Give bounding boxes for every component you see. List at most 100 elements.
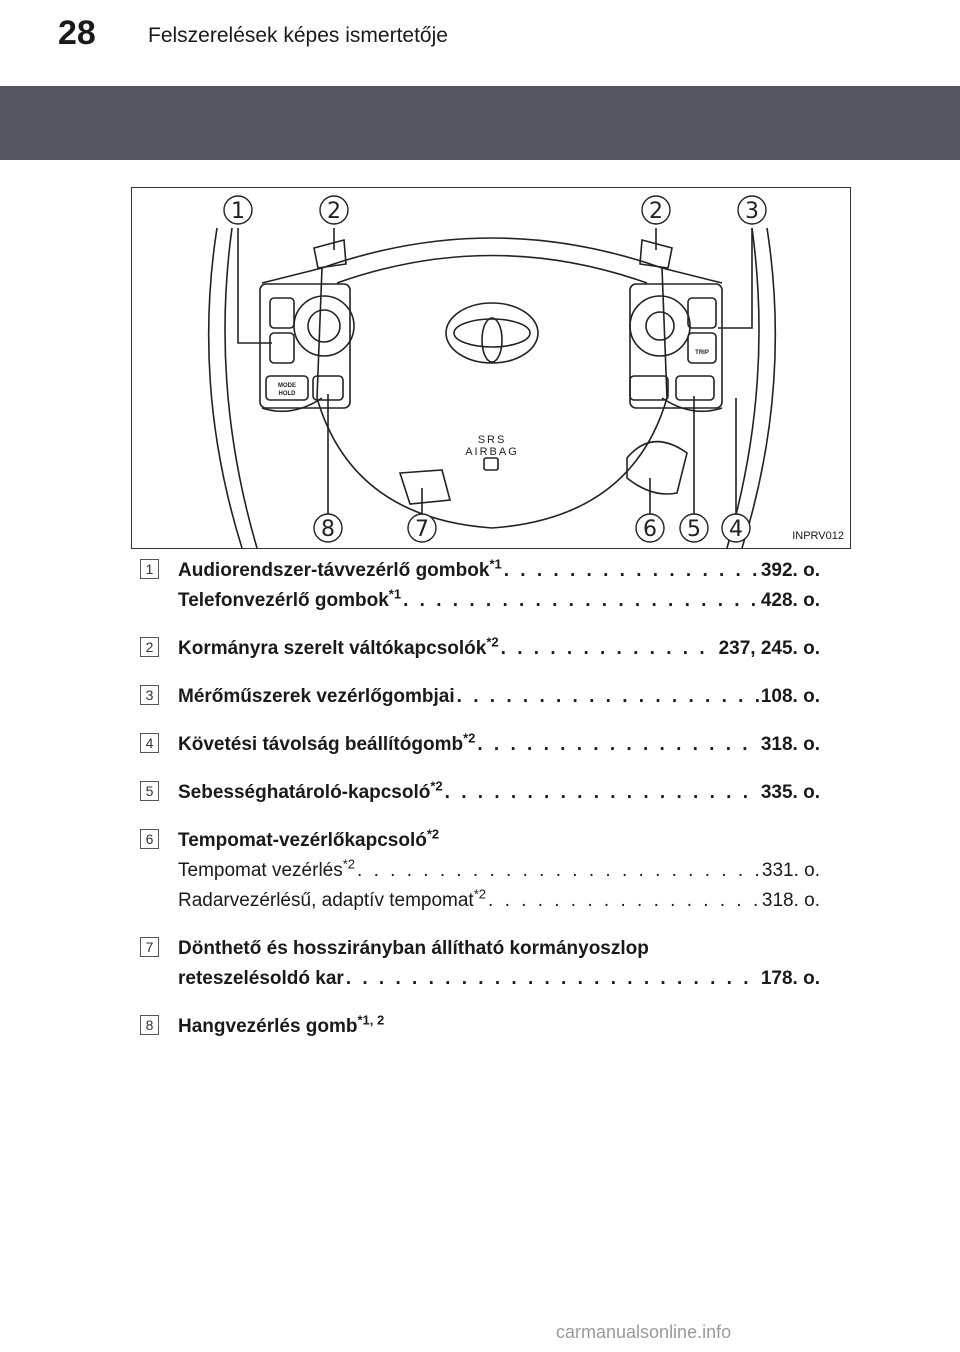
dot-leader xyxy=(457,682,759,712)
page-reference: 178. o. xyxy=(761,964,820,994)
page-header: 28 Felszerelések képes ismertetője xyxy=(0,0,960,80)
page-reference: 392. o. xyxy=(761,556,820,586)
legend-item: 3 Mérőműszerek vezérlőgombjai 108. o. xyxy=(140,682,820,712)
callout-3: 3 xyxy=(745,199,759,224)
speed-limiter-switch xyxy=(630,376,668,400)
legend-label: Dönthető és hosszirányban állítható korm… xyxy=(178,938,649,959)
left-four-way-pad xyxy=(294,296,354,356)
legend-number: 3 xyxy=(140,685,159,705)
callout-2a: 2 xyxy=(327,199,341,224)
legend-text: Tempomat vezérlés*2 xyxy=(178,856,355,886)
legend-number: 7 xyxy=(140,937,159,957)
page-title: Felszerelések képes ismertetője xyxy=(148,24,448,48)
trip-label: TRIP xyxy=(695,350,709,356)
page-reference: 318. o. xyxy=(761,730,820,760)
dot-leader xyxy=(357,856,760,886)
steering-wheel-illustration: 1 2 2 3 8 7 6 5 4 SRS AIRBAG MODE HOLD T… xyxy=(131,187,851,549)
wheel-rim-left xyxy=(209,228,242,548)
legend-text: reteszelésoldó kar xyxy=(178,964,344,994)
footnote-marker: *1, 2 xyxy=(358,1013,385,1028)
page-reference: 318. o. xyxy=(762,886,820,916)
dot-leader xyxy=(445,778,759,808)
hold-label: HOLD xyxy=(279,391,297,397)
callout-6: 6 xyxy=(643,517,657,542)
legend-line: Tempomat vezérlés*2 331. o. xyxy=(178,856,820,886)
callout-7: 7 xyxy=(415,517,429,542)
wheel-hub xyxy=(317,238,667,528)
page-number: 28 xyxy=(58,14,96,53)
watermark: carmanualsonline.info xyxy=(556,1322,731,1343)
wheel-rim-right-inner xyxy=(727,228,759,548)
paddle-minus xyxy=(314,240,346,268)
page-reference: 428. o. xyxy=(761,586,820,616)
right-four-way-pad xyxy=(630,296,690,356)
callout-5: 5 xyxy=(687,517,701,542)
legend-label: Kormányra szerelt váltókapcsolók xyxy=(178,638,486,659)
legend-label: Audiorendszer-távvezérlő gombok xyxy=(178,560,489,581)
legend-text: Telefonvezérlő gombok*1 xyxy=(178,586,401,616)
legend-label: Mérőműszerek vezérlőgombjai xyxy=(178,686,455,707)
dot-leader xyxy=(501,634,717,664)
mode-label: MODE xyxy=(278,383,296,389)
legend-text: Dönthető és hosszirányban állítható korm… xyxy=(178,934,649,964)
legend-line: Követési távolság beállítógomb*2 318. o. xyxy=(178,730,820,760)
legend-text: Követési távolság beállítógomb*2 xyxy=(178,730,475,760)
legend-label: Tempomat-vezérlőkapcsoló xyxy=(178,830,427,851)
legend-item: 2 Kormányra szerelt váltókapcsolók*2237, … xyxy=(140,634,820,664)
legend-text: Hangvezérlés gomb*1, 2 xyxy=(178,1012,384,1042)
wheel-rim-right xyxy=(742,228,775,548)
footnote-marker: *2 xyxy=(430,779,442,794)
legend-number: 2 xyxy=(140,637,159,657)
callout-1: 1 xyxy=(231,199,245,224)
legend-number: 6 xyxy=(140,829,159,849)
footnote-marker: *2 xyxy=(343,857,355,872)
page-reference: 108. o. xyxy=(761,682,820,712)
legend-number: 8 xyxy=(140,1015,159,1035)
cruise-control-lever xyxy=(627,442,687,494)
legend-number: 4 xyxy=(140,733,159,753)
dot-leader xyxy=(403,586,759,616)
airbag-label-airbag: AIRBAG xyxy=(465,446,519,458)
footnote-marker: *1 xyxy=(389,587,401,602)
legend-line: Radarvezérlésű, adaptív tempomat*2 318. o… xyxy=(178,886,820,916)
legend-number: 1 xyxy=(140,559,159,579)
legend-text: Radarvezérlésű, adaptív tempomat*2 xyxy=(178,886,486,916)
callout-2b: 2 xyxy=(649,199,663,224)
legend-line: Telefonvezérlő gombok*1 428. o. xyxy=(178,586,820,616)
legend-line: Dönthető és hosszirányban állítható korm… xyxy=(178,934,820,964)
legend-number: 5 xyxy=(140,781,159,801)
legend-line: Audiorendszer-távvezérlő gombok*1 392. o. xyxy=(178,556,820,586)
dot-leader xyxy=(346,964,759,994)
legend-line: Kormányra szerelt váltókapcsolók*2237, 2… xyxy=(178,634,820,664)
distance-switch xyxy=(676,376,714,400)
page-reference: 331. o. xyxy=(762,856,820,886)
horn-icon xyxy=(484,458,498,470)
callout-4: 4 xyxy=(729,517,743,542)
legend-item: 7 Dönthető és hosszirányban állítható kor… xyxy=(140,934,820,994)
wheel-rim-left-inner xyxy=(225,228,257,548)
legend-label: Telefonvezérlő gombok xyxy=(178,590,389,611)
footnote-marker: *2 xyxy=(427,827,439,842)
legend-item: 8 Hangvezérlés gomb*1, 2 xyxy=(140,1012,820,1042)
legend-text: Audiorendszer-távvezérlő gombok*1 xyxy=(178,556,502,586)
legend-line: Mérőműszerek vezérlőgombjai 108. o. xyxy=(178,682,820,712)
footnote-marker: *2 xyxy=(463,731,475,746)
callout-8: 8 xyxy=(321,517,335,542)
legend-label: reteszelésoldó kar xyxy=(178,968,344,989)
legend-label: Hangvezérlés gomb xyxy=(178,1016,358,1037)
dot-leader xyxy=(488,886,760,916)
steering-wheel-drawing: 1 2 2 3 8 7 6 5 4 SRS AIRBAG MODE HOLD T… xyxy=(132,188,851,549)
legend-text: Kormányra szerelt váltókapcsolók*2 xyxy=(178,634,499,664)
toyota-logo xyxy=(446,303,538,363)
legend-label: Radarvezérlésű, adaptív tempomat xyxy=(178,890,474,911)
airbag-label-srs: SRS xyxy=(478,434,507,446)
legend-line: Sebességhatároló-kapcsoló*2335. o. xyxy=(178,778,820,808)
legend-label: Követési távolság beállítógomb xyxy=(178,734,463,755)
legend-line: Hangvezérlés gomb*1, 2 xyxy=(178,1012,820,1042)
legend-item: 4 Követési távolság beállítógomb*2 318. o. xyxy=(140,730,820,760)
footnote-marker: *1 xyxy=(489,557,501,572)
legend-line: reteszelésoldó kar 178. o. xyxy=(178,964,820,994)
page-reference: 335. o. xyxy=(761,778,820,808)
